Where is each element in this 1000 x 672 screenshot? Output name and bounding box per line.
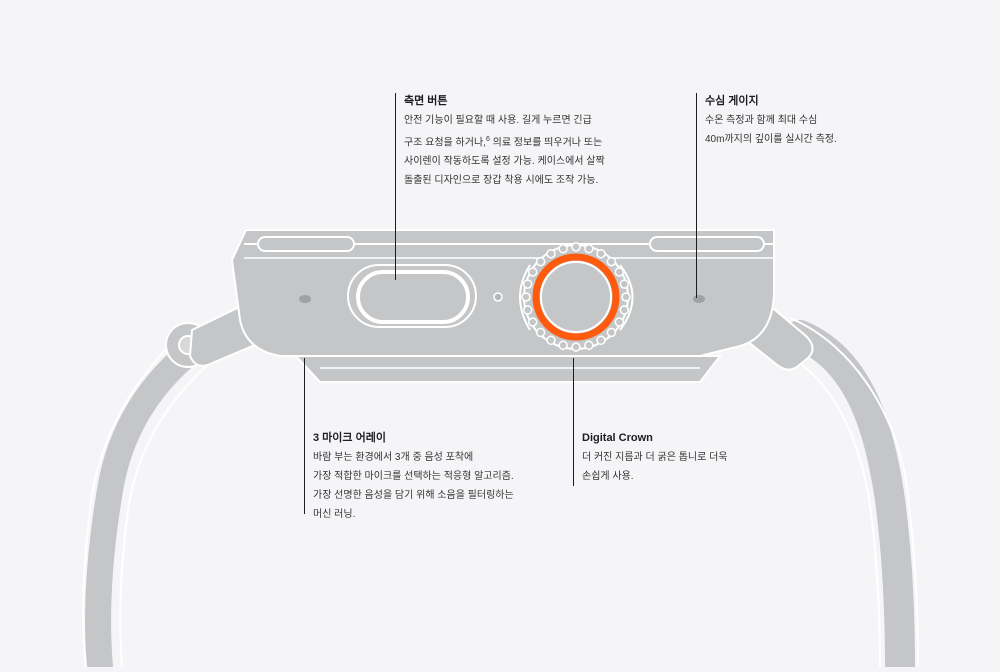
callout-side-button: 측면 버튼 안전 기능이 필요할 때 사용. 길게 누르면 긴급 구조 요청을 … <box>395 93 605 280</box>
side-button <box>347 264 477 328</box>
crown-tooth <box>596 248 606 259</box>
crown-tooth <box>606 327 617 338</box>
callout-side-button-line-2-tail: 의료 정보를 띄우거나 또는 <box>489 137 603 149</box>
callout-mic-array: 3 마이크 어레이 바람 부는 환경에서 3개 중 음성 포착에 가장 적합한 … <box>304 358 514 586</box>
digital-crown <box>521 242 631 352</box>
crown-tooth <box>614 317 625 327</box>
callout-side-button-line-3: 사이렌이 작동하도록 설정 가능. 케이스에서 살짝 <box>404 156 605 168</box>
callout-digital-crown: Digital Crown 더 커진 지름과 더 굵은 톱니로 더욱 손쉽게 사… <box>573 358 727 558</box>
callout-side-button-line-4: 돌출된 디자인으로 장갑 착용 시에도 조작 가능. <box>404 175 599 187</box>
callout-digital-crown-line-2: 손쉽게 사용. <box>582 471 634 482</box>
callout-digital-crown-line-1: 더 커진 지름과 더 굵은 톱니로 더욱 <box>582 452 728 463</box>
leader-lines <box>304 93 697 514</box>
callout-mic-array-line-3: 가장 선명한 음성을 담기 위해 소음을 필터링하는 <box>313 490 514 501</box>
watch-case <box>230 229 775 383</box>
callout-mic-array-line-1: 바람 부는 환경에서 3개 중 음성 포착에 <box>313 452 474 463</box>
callout-depth-gauge-title: 수심 게이지 <box>705 95 759 107</box>
crown-tooth <box>546 248 556 259</box>
crown-orange-ring <box>532 253 620 341</box>
crown-tooth <box>527 317 538 327</box>
crown-tooth <box>584 243 594 254</box>
crown-tooth <box>619 305 630 315</box>
crown-tooth <box>546 335 556 346</box>
right-band <box>785 320 915 672</box>
small-port <box>493 292 503 302</box>
crown-tooth <box>521 292 531 302</box>
crown-tooth <box>584 340 594 351</box>
crown-tooth <box>558 340 568 351</box>
crown-tooth <box>535 256 546 267</box>
crown-tooth <box>522 305 533 315</box>
crown-tooth <box>522 279 533 289</box>
callout-mic-array-line-4: 머신 러닝. <box>313 509 356 520</box>
callout-digital-crown-title: Digital Crown <box>582 432 653 444</box>
left-band <box>85 327 218 672</box>
callout-side-button-line-2: 구조 요청을 하거나,6 의료 정보를 띄우거나 또는 <box>404 130 605 152</box>
callout-mic-array-title: 3 마이크 어레이 <box>313 432 386 444</box>
callout-side-button-title: 측면 버튼 <box>404 95 448 107</box>
callout-depth-gauge-line-2: 40m까지의 깊이를 실시간 측정. <box>705 134 837 145</box>
callout-side-button-line-2-head: 구조 요청을 하거나, <box>404 137 486 149</box>
crown-tooth <box>596 335 606 346</box>
crown-tooth <box>614 267 625 277</box>
callout-depth-gauge: 수심 게이지 수온 측정과 함께 최대 수심 40m까지의 깊이를 실시간 측정… <box>696 93 837 298</box>
crown-tooth <box>558 243 568 254</box>
footnote-marker: 6 <box>485 136 490 143</box>
crown-tooth <box>535 327 546 338</box>
callout-side-button-line-1: 안전 기능이 필요할 때 사용. 길게 누르면 긴급 <box>404 115 592 126</box>
crown-tooth <box>621 292 631 302</box>
crown-tooth <box>619 279 630 289</box>
crown-tooth <box>606 256 617 267</box>
crown-tooth <box>571 342 581 352</box>
callout-depth-gauge-line-1: 수온 측정과 함께 최대 수심 <box>705 115 818 126</box>
callout-mic-array-line-2: 가장 적합한 마이크를 선택하는 적응형 알고리즘. <box>313 471 514 482</box>
mic-grille-left <box>299 295 311 303</box>
crown-tooth <box>527 267 538 277</box>
crown-tooth <box>571 242 581 252</box>
